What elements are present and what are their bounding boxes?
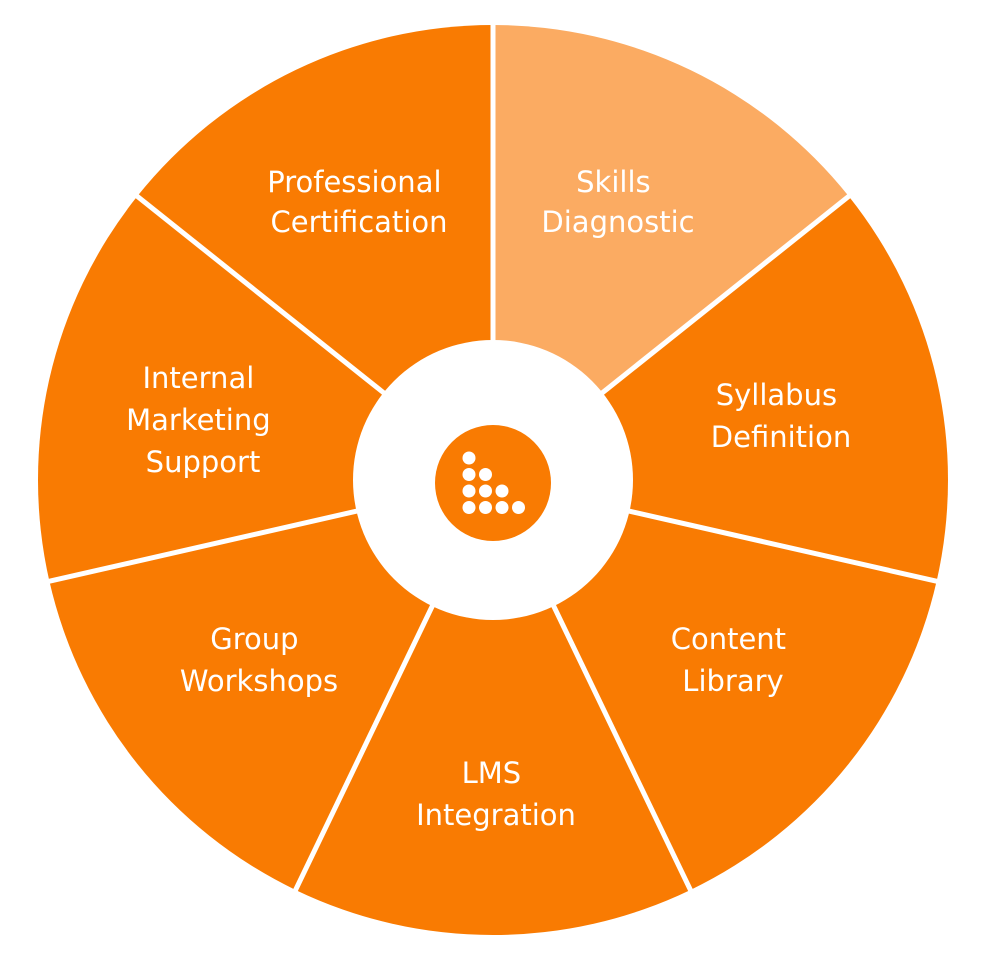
logo-dot [462,451,476,465]
segment-professional-certification [137,25,494,480]
segment-label-lms-integration: LMS Integration [416,756,576,832]
segment-label-content-library: Content Library [671,622,796,698]
segment-group-workshops [49,480,493,890]
logo-dot [462,484,476,498]
logo-dot [495,484,509,498]
logo-dot [479,484,492,498]
logo-dot [512,501,525,514]
wheel-labels: Skills Diagnostic Syllabus Definition Co… [126,165,851,832]
logo-dot [495,501,509,514]
segment-label-group-workshops: Group Workshops [180,622,338,698]
logo-dot [462,468,476,481]
triangular-dot-pattern-icon [462,451,525,514]
logo-dot [462,501,476,514]
segment-label-internal-marketing-support: Internal Marketing Support [126,361,280,479]
segment-skills-diagnostic [493,25,849,480]
segment-label-syllabus-definition: Syllabus Definition [711,378,851,454]
logo-dot [479,501,492,514]
segment-label-skills-diagnostic: Skills Diagnostic [541,165,694,239]
logo-dot [479,468,492,481]
segment-lms-integration [295,480,691,935]
center-logo [435,425,551,541]
segment-label-professional-certification: Professional Certification [267,165,451,239]
segment-content-library [493,480,937,890]
